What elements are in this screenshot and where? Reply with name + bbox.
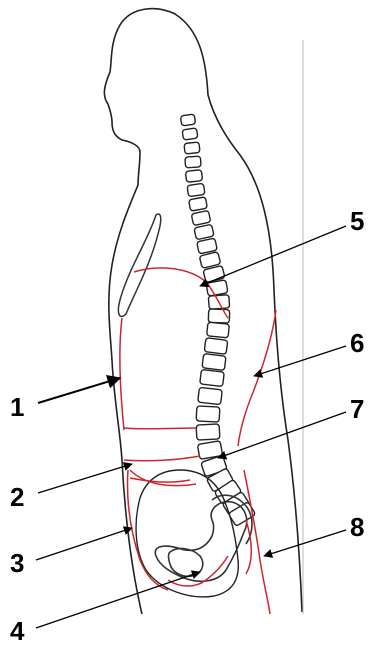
boundary-lines (120, 268, 276, 614)
label-5: 5 (350, 208, 364, 234)
vertebra (185, 156, 201, 168)
posterior-wall-line (238, 310, 276, 446)
vertebra (202, 354, 226, 371)
label-6: 6 (350, 330, 364, 356)
label-3: 3 (10, 550, 24, 576)
anterior-wall-line (120, 318, 124, 430)
vertebra (194, 224, 214, 240)
vertebra (204, 338, 228, 355)
arrow-8 (264, 530, 346, 556)
label-2: 2 (10, 484, 24, 510)
lower-band-line (130, 478, 190, 482)
label-8: 8 (350, 514, 364, 540)
vertebra (182, 128, 198, 140)
vertebra (197, 238, 218, 254)
arrow-3 (36, 528, 132, 560)
label-1: 1 (10, 394, 24, 420)
vertebra (191, 210, 211, 225)
arrow-1 (38, 378, 120, 403)
vertebra (207, 322, 230, 338)
label-4: 4 (10, 618, 24, 644)
arrow-4 (36, 572, 200, 628)
vertebra (198, 387, 222, 404)
arrow-7 (218, 412, 346, 458)
vertebra (184, 142, 200, 154)
sacral-curve-line (246, 520, 251, 574)
body-outline (104, 9, 302, 614)
label-7: 7 (350, 396, 364, 422)
sternum (118, 214, 160, 316)
vertebra (187, 183, 205, 196)
vertebra (200, 369, 225, 386)
vertebra (196, 424, 220, 440)
spine (180, 114, 255, 526)
vertebra (189, 197, 208, 211)
arrow-2 (38, 464, 132, 493)
vertebra (180, 114, 195, 126)
transverse-line-upper (124, 428, 196, 429)
transverse-line-lower (124, 456, 200, 461)
vertebra (185, 170, 202, 183)
vertebra (196, 406, 220, 422)
